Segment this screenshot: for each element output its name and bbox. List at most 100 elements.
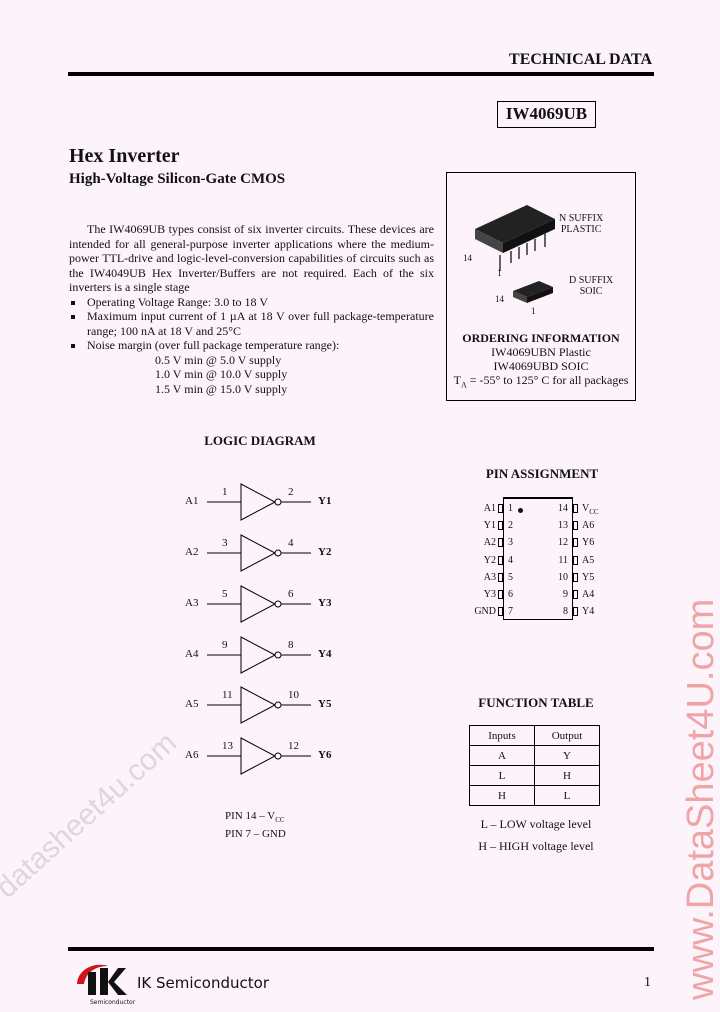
company-name: IK Semiconductor [137,974,269,992]
pin-left-lead [498,555,503,565]
pin14-text: PIN 14 – V [225,810,276,822]
pin-right-number: 8 [563,606,568,618]
n-suffix-label: N SUFFIX PLASTIC [559,213,603,235]
pin14-note: PIN 14 – VCC [225,809,286,827]
legend-high: H – HIGH voltage level [478,839,594,853]
legend-low: L – LOW voltage level [480,817,592,831]
part-number-box: IW4069UB [497,101,596,128]
pin-right-lead [573,538,578,548]
pin7-note: PIN 7 – GND [225,828,286,841]
pin-left-label: Y2 [483,554,496,566]
pin-right-text: Y4 [582,606,595,618]
dip-package-image [475,205,555,271]
pin-left-number: 2 [508,520,513,532]
noise-margin: 1.5 V min @ 15.0 V supply [155,381,288,396]
pin-left-label: A3 [483,571,496,583]
gate-output-label: Y4 [318,648,332,660]
pin-right-number: 12 [558,537,568,549]
pin-right-number: 9 [563,589,568,600]
gate-input-pin: 5 [222,588,228,600]
inverter-gate [207,585,311,623]
temp-text: = -55° to 125° C for all packages [466,373,629,387]
noise-margin: 0.5 V min @ 5.0 V supply [155,352,282,367]
gate-input-label: A2 [185,546,199,558]
gate-input-label: A3 [185,597,199,609]
gate-input-label: A1 [185,495,199,507]
gate-input-pin: 11 [222,689,233,701]
logic-diagram-heading: LOGIC DIAGRAM [204,433,316,448]
page-subtitle: High-Voltage Silicon-Gate CMOS [69,171,286,187]
pin-left-number: 4 [508,554,513,566]
n-suffix: N SUFFIX [559,213,604,224]
header-rule [68,72,654,76]
pin-right-text: A6 [582,520,595,532]
d-type: SOIC [579,286,603,297]
table-cell: L [469,765,535,786]
gate-output-label: Y5 [318,698,332,710]
pin-left-lead [498,590,503,599]
pin-left-lead [498,572,503,582]
ordering-item: IW4069UBN Plastic [491,345,591,359]
ordering-heading: ORDERING INFORMATION [462,331,620,345]
table-cell: L [534,785,600,806]
temp-range: TA = -55° to 125° C for all packages [447,373,635,392]
description-text: The IW4069UB types consist of six invert… [69,222,434,294]
pin-assignment-heading: PIN ASSIGNMENT [485,466,599,481]
pin-right-lead [573,521,578,531]
inverter-gate [207,483,311,521]
pin-right-label: VCC [582,500,599,517]
pin-left-number: 7 [508,606,513,618]
pin-left-label: A1 [483,503,496,514]
table-subheader: Y [534,745,600,766]
gate-output-pin: 8 [288,639,294,651]
dip-pin1-label: 1 [497,268,502,278]
pin-right-label: Y4 [582,603,594,620]
page-number: 1 [644,975,651,990]
pin-left-lead [498,538,503,548]
inverter-gate [207,636,311,674]
gate-input-pin: 1 [222,486,228,498]
feature-list: Operating Voltage Range: 3.0 to 18 V Max… [69,295,434,353]
pin-right-lead [573,572,578,582]
inverter-gate [207,534,311,572]
pin-right-text: V [582,503,590,514]
gate-output-label: Y2 [318,546,332,558]
gate-input-pin: 13 [222,740,233,752]
d-suffix-label: D SUFFIX SOIC [569,275,613,297]
gate-output-pin: 12 [288,740,299,752]
pin-left-lead [498,607,503,617]
gate-input-label: A5 [185,698,199,710]
pin-right-label: Y5 [582,569,594,586]
table-cell: H [534,765,600,786]
power-pins-note: PIN 14 – VCC PIN 7 – GND [225,809,286,841]
watermark-diagonal: datasheet4u.com [0,725,184,905]
soic-package-image [513,281,553,303]
section-label: TECHNICAL DATA [509,51,652,68]
description: The IW4069UB types consist of six invert… [69,222,434,396]
gate-output-label: Y6 [318,749,332,761]
gate-input-pin: 3 [222,537,228,549]
feature-item: Maximum input current of 1 µA at 18 V ov… [69,309,434,338]
pin-left-label: Y3 [483,589,496,600]
watermark-vertical: www.DataSheet4U.com [680,598,720,1000]
soic-pin14-label: 14 [495,294,504,304]
pin-left-number: 1 [508,503,513,514]
feature-item: Noise margin (over full package temperat… [69,338,434,353]
feature-item: Operating Voltage Range: 3.0 to 18 V [69,295,434,310]
table-header: Output [534,725,600,746]
pin-right-label: Y6 [582,534,594,551]
pin-left-number: 6 [508,589,513,600]
pin-left-lead [498,504,503,513]
pin-right-label: A6 [582,517,594,534]
temp-sub: A [460,380,467,390]
pin-right-text: A5 [582,554,595,566]
pin-right-lead [573,590,578,599]
ordering-item: IW4069UBD SOIC [493,359,589,373]
table-header: Inputs [469,725,535,746]
pin-right-lead [573,504,578,513]
pin-right-label: A5 [582,552,594,569]
dip-pin14-label: 14 [463,253,472,263]
footer-rule [68,947,654,951]
